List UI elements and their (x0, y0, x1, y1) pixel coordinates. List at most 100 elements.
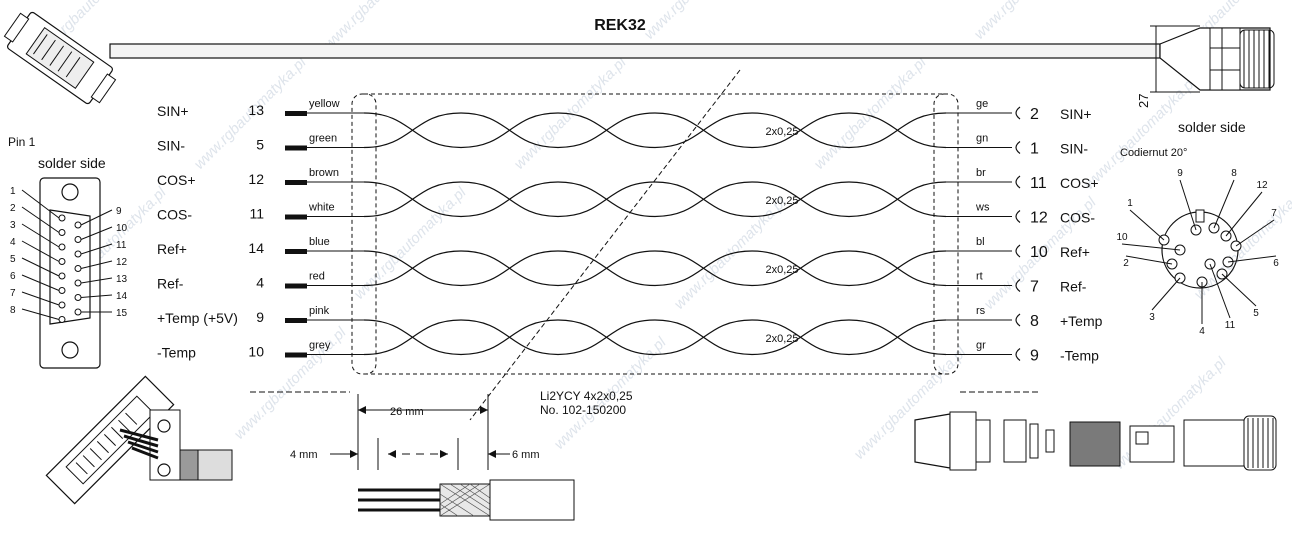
m23-pin-label: 2 (1123, 258, 1129, 269)
right-pin-number: 12 (1030, 210, 1048, 227)
dsub-pin (58, 301, 66, 309)
left-pin-number: 10 (248, 344, 264, 360)
signal-name-left: Ref+ (157, 241, 187, 257)
strip-dimensions: 26 mm 4 mm 6 mm (290, 394, 575, 521)
notch-label: Codiernut 20° (1120, 147, 1187, 159)
solder-cup (1015, 106, 1021, 120)
dsub-pin-label-right: 15 (116, 308, 128, 319)
dsub-pin (74, 265, 82, 272)
dsub-pin-leader (21, 206, 60, 233)
wire-color-label: white (308, 202, 335, 214)
m23-pin-leader (1125, 255, 1173, 265)
diagram-title: REK32 (594, 17, 646, 34)
signal-name-right: SIN- (1060, 141, 1088, 157)
pin1-label: Pin 1 (8, 135, 36, 149)
dsub-pin (58, 258, 66, 265)
wire-end-left (285, 283, 307, 289)
left-pin-number: 5 (256, 137, 264, 153)
dsub-pin-label-right: 12 (116, 257, 128, 268)
dim-6mm-label: 6 mm (512, 449, 540, 461)
wire-code-label: br (976, 167, 986, 179)
m23-pin-leader (1235, 219, 1275, 247)
left-pin-number: 11 (249, 206, 264, 222)
wire-code-label: gn (976, 133, 988, 145)
left-pin-number: 12 (248, 171, 264, 187)
wire-color-label: green (309, 133, 337, 145)
wire-code-label: bl (976, 236, 985, 248)
twisted-pair-wire (363, 319, 947, 356)
dsub-pin-leader (80, 243, 113, 255)
right-solder-side-label: solder side (1178, 119, 1246, 135)
wire-end-left (285, 180, 307, 185)
dsub-pin (58, 287, 66, 294)
dsub-pin-label-left: 2 (10, 203, 16, 214)
m23-pin-leader (1121, 243, 1181, 251)
signal-name-right: COS+ (1060, 175, 1099, 191)
left-pin-number: 4 (256, 275, 264, 291)
wire-end-left (285, 318, 307, 323)
wire-color-label: brown (309, 167, 339, 179)
signal-name-left: -Temp (157, 345, 196, 361)
dsub-pin (74, 250, 82, 258)
dsub-pin (58, 229, 66, 236)
m23-pin-label: 6 (1273, 258, 1279, 269)
watermark-text: www.rgbautomatyka.pl (231, 324, 350, 443)
dsub-pin (58, 272, 66, 280)
signal-name-left: +Temp (+5V) (157, 310, 238, 326)
signal-name-right: +Temp (1060, 313, 1103, 329)
signal-name-left: COS- (157, 207, 192, 223)
right-pin-number: 9 (1030, 348, 1039, 365)
dsub-pin (58, 243, 66, 251)
right-pin-number: 11 (1030, 175, 1047, 192)
cable-number-label: No. 102-150200 (540, 403, 626, 417)
wire-end-left (285, 249, 307, 254)
solder-cup (1015, 244, 1021, 258)
dsub-connector-bottom (45, 375, 233, 505)
dsub-pin-label-left: 6 (10, 271, 16, 282)
dsub-pin-leader (21, 223, 60, 248)
wire-code-label: gr (976, 340, 986, 352)
wire-color-label: red (309, 271, 325, 283)
m23-pin-leader (1129, 209, 1165, 241)
dsub-pin-leader (21, 291, 60, 306)
signal-name-left: COS+ (157, 172, 196, 188)
dsub-pin-label-left: 3 (10, 220, 16, 231)
solder-cup (1015, 210, 1021, 223)
left-solder-side-label: solder side (38, 155, 106, 171)
solder-cup (1015, 279, 1021, 292)
dsub-pin-leader (80, 260, 113, 269)
dsub-pin-leader (80, 294, 113, 298)
dim-26mm-label: 26 mm (390, 406, 424, 418)
signal-name-right: Ref+ (1060, 244, 1090, 260)
dsub-pin-label-left: 4 (10, 237, 16, 248)
dsub-pin (58, 214, 66, 222)
dim-4mm-label: 4 mm (290, 449, 318, 461)
dsub-pin-label-right: 9 (116, 206, 122, 217)
dsub-pin-label-right: 13 (116, 274, 128, 285)
solder-cup (1015, 348, 1021, 361)
dsub-pin-label-right: 10 (116, 223, 128, 234)
m23-pin-leader (1221, 273, 1257, 307)
signal-name-right: Ref- (1060, 279, 1087, 295)
pair-gauge-label: 2x0,25 (765, 333, 798, 345)
cut-line (469, 69, 741, 421)
m23-pin-label: 5 (1253, 308, 1259, 319)
twisted-pair-wire (363, 112, 947, 149)
m23-pin-label: 12 (1256, 180, 1268, 191)
wire-end-left (285, 145, 307, 151)
wire-color-label: grey (309, 340, 331, 352)
dsub-pin-label-right: 14 (116, 291, 128, 302)
right-pin-number: 7 (1030, 279, 1039, 296)
m23-pin-leader (1225, 191, 1263, 237)
wire-code-label: ge (976, 98, 988, 110)
m23-pin-label: 8 (1231, 168, 1237, 179)
dsub-pin-leader (21, 189, 60, 219)
m23-pin-leader (1179, 179, 1197, 231)
main-cable (109, 43, 1161, 59)
m23-pin-leader (1151, 277, 1181, 311)
